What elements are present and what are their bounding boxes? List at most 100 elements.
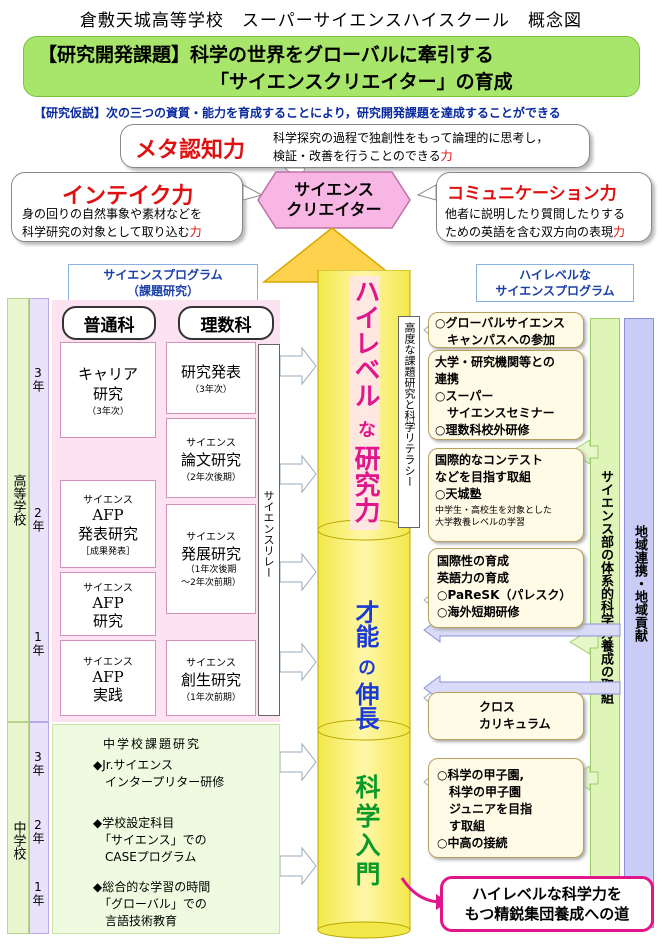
jh-year-1: 1年: [31, 880, 45, 906]
junior-high-band: [7, 722, 29, 934]
university-collaboration-box: 大学・研究機関等との 連携 ○スーパー サイエンスセミナー ○理数科校外研修: [428, 350, 584, 440]
page-title: 倉敷天城高等学校 スーパーサイエンスハイスクール 概念図: [79, 11, 583, 31]
junior-item-case: ◆学校設定科目 「サイエンス」での CASEプログラム: [93, 816, 207, 864]
intake-desc-line2: 科学研究の対象として取り込む: [22, 225, 190, 239]
science-creator-hexagon: [257, 171, 411, 229]
literacy-bar: [398, 316, 420, 528]
intake-bubble: インテイク力 身の回りの自然事象や素材などを 科学研究の対象として取り込む力: [11, 172, 243, 242]
global-science-campus-box: ○グローバルサイエンス キャンパスへの参加: [428, 312, 584, 348]
hs-year-2: 2年: [31, 506, 45, 532]
goal-box: ハイレベルな科学力を もつ精鋭集団養成への道: [440, 876, 654, 932]
year-band-jh: [29, 722, 49, 934]
research-theme-banner: 【研究開発課題】科学の世界をグローバルに牽引する 「サイエンスクリエイター」の育…: [23, 36, 640, 97]
futsuka-cell-1-main: キャリア 研究: [77, 364, 138, 403]
rikasu-cell-1-sub: （3年次）: [190, 385, 232, 395]
goal-line1: ハイレベルな科学力を: [472, 885, 622, 903]
intake-desc-line1: 身の回りの自然事象や素材などを: [22, 207, 203, 221]
communication-desc: 他者に説明したり質問したりする ための英語を含む双方向の表現力: [445, 205, 651, 241]
hs-year-1: 1年: [31, 630, 45, 656]
rikasu-cell-4-main: 創生研究: [180, 670, 241, 689]
rikasu-cell-thesis: サイエンス 論文研究 （2年次後期）: [166, 418, 256, 498]
futsuka-cell-2-pre: サイエンス: [83, 495, 133, 506]
year-band-hs: [29, 298, 49, 722]
intake-desc-end: 力: [189, 225, 202, 239]
pillar-upper-a: ハイレベル: [350, 278, 380, 408]
meta-desc-line2: 検証・改善を行うことのできる: [273, 149, 441, 163]
high-school-band: [7, 298, 29, 722]
rikasu-cell-3-pre: サイエンス: [186, 532, 236, 543]
rikasu-cell-4-pre: サイエンス: [186, 657, 236, 669]
creator-line2: クリエイター: [286, 200, 382, 219]
futsuka-cell-1-sub: （3年次）: [87, 406, 129, 417]
meta-desc-end: 力: [440, 149, 453, 163]
meta-cognition-bubble: メタ認知力 科学探究の過程で独創性をもって論理的に思考し， 検証・改善を行うこと…: [120, 124, 590, 168]
rikasu-cell-1-main: 研究発表: [180, 363, 241, 381]
rikasu-cell-4-sub: （1年次前期）: [181, 692, 241, 703]
futsuka-cell-afp-practice: サイエンス AFP 実践: [60, 640, 156, 716]
tenjo-note: 中学生・高校生を対象とした 大学教養レベルの学習: [435, 506, 553, 528]
junior-high-label: 中学校: [10, 820, 26, 860]
creator-line1: サイエンス: [294, 180, 374, 199]
pillar-middle-c: 伸長: [351, 682, 379, 730]
comm-desc-end: 力: [613, 225, 626, 239]
rikasu-cell-2-main: 論文研究: [180, 450, 241, 469]
meta-cognition-desc: 科学探究の過程で独創性をもって論理的に思考し， 検証・改善を行うことのできる力: [273, 129, 583, 165]
theme-line-1: 【研究開発課題】科学の世界をグローバルに牽引する: [38, 44, 494, 66]
intake-desc: 身の回りの自然事象や素材などを 科学研究の対象として取り込む力: [22, 205, 242, 241]
high-level-program-label: ハイレベルな サイエンスプログラム: [476, 264, 634, 302]
junior-research-box: 中学校課題研究 ◆Jr.サイエンス インタープリター研修 ◆学校設定科目 「サイ…: [52, 724, 280, 934]
futsuka-cell-4-pre: サイエンス: [83, 656, 133, 668]
pillar-upper-text: ハイレベルな研究力: [350, 278, 380, 530]
rikasu-cell-3-main: 発展研究: [180, 545, 241, 563]
rikasu-cell-presentation: 研究発表 （3年次）: [166, 342, 256, 414]
communication-heading: コミュニケーション力: [447, 184, 617, 204]
koshien-box: ○科学の甲子園, 科学の甲子園 ジュニアを目指 す取組 ○中高の接続: [428, 758, 584, 858]
junior-item-interpreter: ◆Jr.サイエンス インタープリター研修: [93, 758, 225, 789]
rikasu-cell-3-sub: （1年次後期 ～2年次前期）: [181, 565, 241, 588]
hs-year-3: 3年: [31, 366, 45, 392]
science-creator-label: サイエンス クリエイター: [256, 172, 412, 228]
rikasu-cell-2-pre: サイエンス: [186, 437, 236, 449]
junior-research-heading: 中学校課題研究: [103, 737, 202, 751]
goal-line2: もつ精鋭集団養成への道: [464, 905, 630, 923]
pillar-upper-c: 研究力: [350, 445, 380, 523]
futsuka-cell-3-main: AFP 研究: [92, 593, 124, 630]
literacy-label: 高度な課題研究と科学リテラシー: [403, 322, 416, 487]
community-label: 地域連携・地域貢献: [632, 525, 647, 642]
pillar-lower-text: 科学入門: [352, 774, 381, 890]
jh-year-3: 3年: [31, 750, 45, 776]
contest-text: 国際的なコンテスト などを目指す取組 ○天城塾: [435, 453, 544, 501]
community-bar: [624, 318, 654, 928]
pillar-middle-text: 才能の伸長: [348, 600, 382, 736]
relay-label: サイエンスリレー: [262, 490, 275, 578]
pillar-middle-a: 才能: [351, 600, 379, 648]
comm-desc-line1: 他者に説明したり質問したりする: [445, 207, 626, 221]
left-arrows: [280, 346, 317, 886]
meta-cognition-heading: メタ認知力: [135, 138, 246, 163]
pillar-middle-b: の: [355, 658, 376, 676]
international-english-box: 国際性の育成 英語力の育成 ○PaReSK（パレスク） ○海外短期研修: [428, 548, 584, 628]
futsuka-cell-afp-presentation: サイエンス AFP 発表研究 ［成果発表］: [60, 480, 156, 568]
international-contest-box: 国際的なコンテスト などを目指す取組 ○天城塾 中学生・高校生を対象とした 大学…: [428, 448, 584, 542]
cross-curriculum-box: クロス カリキュラム: [428, 692, 584, 740]
theme-line-2: 「サイエンスクリエイター」の育成: [210, 71, 513, 93]
rikasu-tab: 理数科: [178, 306, 274, 340]
rikasu-cell-advanced: サイエンス 発展研究 （1年次後期 ～2年次前期）: [166, 504, 256, 614]
futsuka-cell-career: キャリア 研究 （3年次）: [60, 342, 156, 438]
junior-item-language: ◆総合的な学習の時間 「グローバル」での 言語技術教育: [93, 880, 211, 928]
research-hypothesis: 【研究仮説】次の三つの資質・能力を育成することにより，研究開発課題を達成すること…: [34, 106, 561, 120]
futsuka-tab: 普通科: [62, 306, 156, 340]
intake-heading: インテイク力: [62, 184, 194, 209]
science-club-bar: [590, 318, 620, 928]
communication-bubble: コミュニケーション力 他者に説明したり質問したりする ための英語を含む双方向の表…: [436, 172, 652, 242]
science-club-label: サイエンス部の体系的科学力養成の取組: [598, 470, 613, 704]
meta-desc-line1: 科学探究の過程で独創性をもって論理的に思考し，: [273, 131, 549, 145]
comm-desc-line2: ための英語を含む双方向の表現: [445, 225, 614, 239]
pillar-upper-b: な: [355, 420, 376, 438]
futsuka-cell-afp-research: サイエンス AFP 研究: [60, 572, 156, 636]
science-program-label: サイエンスプログラム （課題研究）: [68, 264, 258, 302]
futsuka-cell-3-pre: サイエンス: [83, 582, 133, 594]
high-school-label: 高等学校: [10, 474, 26, 526]
futsuka-cell-4-main: AFP 実践: [92, 667, 124, 704]
pillar-highlight: [350, 276, 380, 530]
